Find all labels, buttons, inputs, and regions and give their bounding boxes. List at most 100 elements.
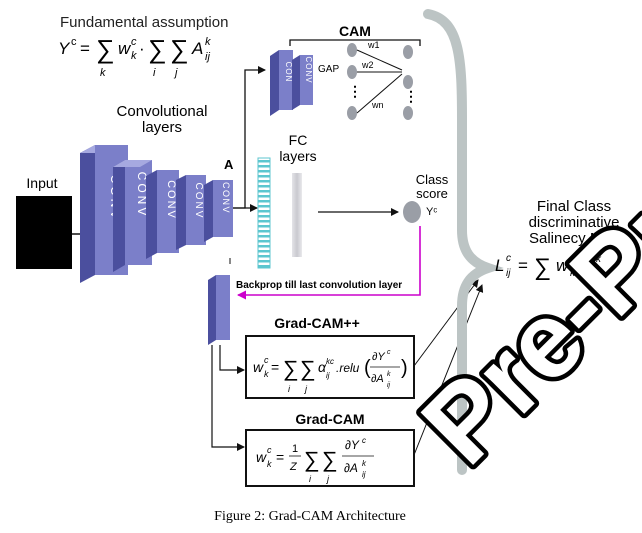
gradcam-formula: w c k = 1 Z ∑ i ∑ j ∂Y c ∂A k ij <box>256 436 374 484</box>
fc-label-2: layers <box>279 148 316 164</box>
connector-gradcampp <box>219 345 245 374</box>
class-score-node <box>403 201 421 223</box>
svg-text:(: ( <box>364 357 371 379</box>
conv-block-5: CONV <box>204 180 233 242</box>
svg-text:ij: ij <box>596 268 601 279</box>
svg-text:w: w <box>253 359 264 375</box>
conv-stack: CONV CONV CONV CONV CONV <box>80 145 233 283</box>
gap-node-3 <box>347 106 357 120</box>
svg-text:c: c <box>387 349 391 356</box>
merge-brace <box>423 9 504 475</box>
svg-text:ij: ij <box>205 51 210 63</box>
svg-text:ij: ij <box>362 470 366 479</box>
svg-text:w: w <box>118 39 132 58</box>
input-image <box>16 196 72 269</box>
svg-text:c: c <box>506 253 511 264</box>
weight-wn: wn <box>371 100 384 110</box>
final-label-3: Salinecy Map <box>529 230 619 247</box>
svg-text:=: = <box>518 256 528 275</box>
fc-layer-gray <box>292 173 302 257</box>
svg-text:⋮: ⋮ <box>348 83 362 99</box>
svg-text:k: k <box>205 36 211 48</box>
svg-text:k: k <box>387 371 391 378</box>
weight-w2: w2 <box>361 60 374 70</box>
gradcampp-label: Grad-CAM++ <box>274 315 360 331</box>
svg-text:k: k <box>100 67 106 79</box>
arrow-gradcam-to-map <box>413 284 484 456</box>
svg-text:∑: ∑ <box>322 447 338 472</box>
svg-text:k: k <box>570 268 576 279</box>
svg-text:ij: ij <box>326 371 330 380</box>
svg-text:∂A: ∂A <box>371 373 384 385</box>
input-label: Input <box>26 175 57 191</box>
gap-nodes: ⋮ <box>347 43 362 120</box>
cam-out-node-1 <box>403 45 413 59</box>
svg-text:k: k <box>267 459 272 469</box>
conv-layers-label-1: Convolutional <box>117 103 208 120</box>
gap-node-1 <box>347 43 357 57</box>
cam-out-node-2 <box>403 75 413 89</box>
cam-con-label: CON <box>284 62 293 83</box>
svg-text:k: k <box>596 254 602 265</box>
gradcam-formula-box <box>245 429 415 487</box>
weight-w1: w1 <box>367 40 380 50</box>
svg-text:∂Y: ∂Y <box>345 438 360 452</box>
svg-text:j: j <box>326 474 330 484</box>
svg-text:=: = <box>271 359 279 375</box>
gradient-conv-block <box>208 275 230 345</box>
cam-conv-blocks: CON CONV <box>270 50 313 116</box>
svg-text:j: j <box>173 67 178 79</box>
svg-text:w: w <box>556 256 570 275</box>
svg-text:k: k <box>131 50 137 62</box>
svg-text:∑: ∑ <box>304 447 320 472</box>
svg-text:c: c <box>570 254 575 265</box>
svg-text:∑: ∑ <box>148 34 167 64</box>
cam-conv-label: CONV <box>304 56 313 83</box>
svg-text:α: α <box>318 359 327 375</box>
fc-label-1: FC <box>289 132 308 148</box>
svg-text:1: 1 <box>292 443 298 455</box>
svg-text:i: i <box>309 474 312 484</box>
svg-text:k: k <box>362 459 367 468</box>
svg-text:ij: ij <box>506 268 511 279</box>
gap-label: GAP <box>318 64 339 75</box>
conv-label-2: CONV <box>135 172 149 219</box>
conv-layers-label-2: layers <box>142 119 182 136</box>
svg-text:kc: kc <box>326 357 334 366</box>
backprop-arrow <box>237 226 421 300</box>
feature-map-A-label: A <box>224 157 234 172</box>
cam-label: CAM <box>339 23 371 39</box>
svg-text:Z: Z <box>289 461 298 473</box>
final-formula: L c ij = ∑ w c k A k ij <box>495 253 602 281</box>
cam-output-nodes: ⋮ <box>403 45 418 120</box>
conv-label-3: CONV <box>165 180 177 220</box>
svg-text:w: w <box>256 449 267 465</box>
gradcam-label: Grad-CAM <box>295 411 364 427</box>
conv-label-4: CONV <box>193 183 204 220</box>
cam-bracket <box>289 39 421 46</box>
svg-text:L: L <box>495 256 504 275</box>
fc-layer-cyan <box>257 157 271 269</box>
connector-gradcam <box>211 345 245 451</box>
fundamental-label: Fundamental assumption <box>60 14 228 31</box>
svg-text:A: A <box>191 39 203 58</box>
svg-text:k: k <box>264 369 269 379</box>
svg-text:i: i <box>288 384 291 394</box>
svg-text:A: A <box>581 256 593 275</box>
svg-text:∑: ∑ <box>534 254 551 281</box>
conv-block-4: CONV <box>176 175 206 250</box>
svg-text:j: j <box>304 384 308 394</box>
svg-text:∑: ∑ <box>300 356 316 381</box>
svg-text:c: c <box>131 36 137 48</box>
svg-text:.relu: .relu <box>336 361 360 375</box>
final-label-1: Final Class <box>537 198 611 215</box>
conv-label-5: CONV <box>221 182 231 214</box>
yc-label: Yᶜ <box>426 206 437 218</box>
svg-text:ij: ij <box>387 382 391 389</box>
cam-weight-lines <box>356 49 403 114</box>
svg-text:i: i <box>153 67 156 79</box>
svg-text:∑: ∑ <box>170 34 189 64</box>
svg-text:): ) <box>401 357 408 379</box>
svg-text:∑: ∑ <box>283 356 299 381</box>
